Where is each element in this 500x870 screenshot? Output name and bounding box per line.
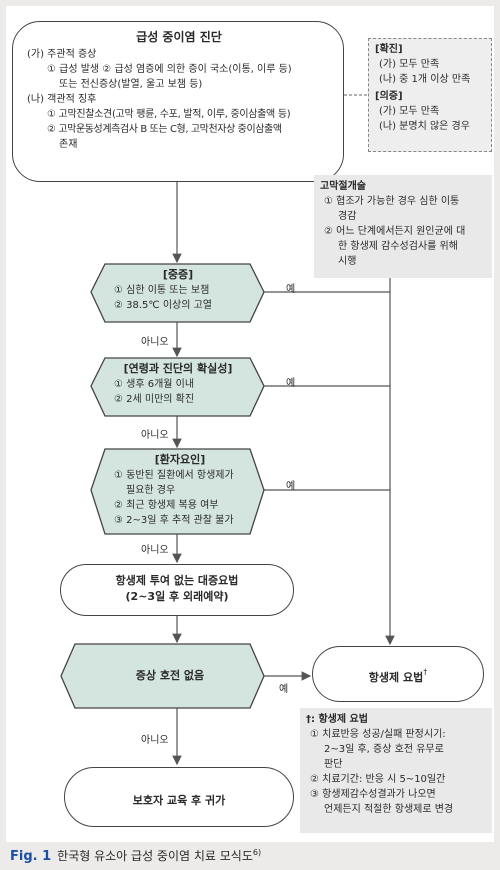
objective-item-1: ① 고막진찰소견(고막 팽륜, 수포, 발적, 이루, 중이삼출액 등) — [47, 109, 291, 120]
severity-decision: [중증] ① 심한 이통 또는 보챔 ② 38.5℃ 이상의 고열 — [100, 267, 256, 313]
subjective-heading: (가) 주관적 증상 — [27, 49, 97, 60]
note-item-2: ② 치료기간: 반응 시 5~10일간 — [310, 774, 446, 785]
no-label-severity: 아니오 — [141, 337, 169, 348]
myringotomy-item-2: ② 어느 단계에서든지 원인균에 대 — [324, 226, 466, 237]
subjective-item-1: ① 급성 발생 ② 급성 염증에 의한 증이 국소(이통, 이루 등) — [47, 64, 292, 75]
note-title: †: 항생제 요법 — [306, 714, 368, 725]
myringotomy-title: 고막절개술 — [320, 181, 366, 192]
subjective-item-1-cont: 또는 전신증상(발열, 울고 보챔 등) — [59, 79, 203, 90]
hex-age-shape — [90, 357, 265, 417]
no-label-noimprove: 아니오 — [141, 735, 169, 746]
antibiotic-note-box: †: 항생제 요법 ① 치료반응 성공/실패 판정시기: 2~3일 후, 증상 … — [300, 708, 492, 833]
note-item-1: ① 치료반응 성공/실패 판정시기: — [310, 729, 446, 740]
confirm-item-2: (나) 중 1개 이상 만족 — [379, 74, 471, 85]
return-home-label: 보호자 교육 후 귀가 — [132, 794, 226, 807]
suspect-title: [의증] — [375, 91, 403, 102]
diagnosis-criteria-box: [확진] (가) 모두 만족 (나) 중 1개 이상 만족 [의증] (가) 모… — [368, 38, 492, 152]
supportive-line-2: (2~3일 후 외래예약) — [125, 590, 229, 603]
suspect-item-1: (가) 모두 만족 — [379, 106, 440, 117]
no-improvement-label: 증상 호전 없음 — [135, 669, 205, 682]
objective-heading: (나) 객관적 징후 — [27, 94, 97, 105]
hex-noimprove-shape — [60, 643, 265, 709]
figure-number: Fig. 1 — [10, 849, 52, 864]
no-label-patient: 아니오 — [141, 545, 169, 556]
patient-factor-decision: [환자요인] ① 동반된 질환에서 항생제가 필요한 경우 ② 최근 항생제 복… — [100, 452, 260, 528]
patient-factor-title: [환자요인] — [154, 453, 206, 466]
figure-reference: 6) — [252, 848, 262, 857]
yes-label-patient: 예 — [286, 481, 296, 492]
confirm-item-1: (가) 모두 만족 — [379, 59, 440, 70]
figure-caption-text: 한국형 유소아 급성 중이염 치료 모식도 — [57, 849, 253, 863]
myringotomy-item-2-cont: 한 항생제 감수성검사를 위해 — [338, 241, 458, 252]
diagnosis-title: 급성 중이염 진단 — [136, 30, 222, 44]
return-home-box: 보호자 교육 후 귀가 — [64, 767, 294, 827]
note-item-3: ③ 항생제감수성결과가 나오면 — [310, 789, 436, 800]
myringotomy-item-1: ① 협조가 가능한 경우 심한 이통 — [324, 196, 460, 207]
severity-item-1: ① 심한 이통 또는 보챔 — [114, 285, 210, 296]
supportive-line-1: 항생제 투여 없는 대증요법 — [115, 574, 239, 587]
age-certainty-title: [연령과 진단의 확실성] — [123, 362, 233, 375]
severity-item-2: ② 38.5℃ 이상의 고열 — [114, 300, 212, 311]
hex-severity-shape — [90, 263, 265, 323]
supportive-care-box: 항생제 투여 없는 대증요법 (2~3일 후 외래예약) — [60, 564, 294, 616]
antibiotic-therapy-box: 항생제 요법† — [312, 646, 484, 702]
myringotomy-item-2-cont2: 시행 — [338, 256, 357, 267]
antibiotic-dagger: † — [423, 667, 428, 677]
patient-item-1-cont: 필요한 경우 — [126, 485, 176, 496]
yes-label-age: 예 — [286, 378, 296, 389]
antibiotic-label: 항생제 요법 — [368, 671, 424, 684]
age-item-2: ② 2세 미만의 확진 — [114, 394, 195, 405]
note-item-1-cont2: 판단 — [324, 759, 343, 770]
objective-item-2: ② 고막운동성계측검사 B 또는 C형, 고막천자상 중이삼출액 — [47, 124, 282, 135]
diagnosis-start-box: 급성 중이염 진단 (가) 주관적 증상 ① 급성 발생 ② 급성 염증에 의한… — [12, 21, 344, 182]
figure-caption: Fig. 1 한국형 유소아 급성 중이염 치료 모식도6) — [10, 847, 261, 864]
patient-item-2: ② 최근 항생제 복용 여부 — [114, 500, 219, 511]
age-item-1: ① 생후 6개월 이내 — [114, 379, 195, 390]
yes-label-noimprove: 예 — [279, 684, 289, 695]
objective-item-2-cont: 존재 — [59, 139, 78, 150]
patient-item-3: ③ 2~3일 후 추적 관찰 불가 — [114, 515, 234, 526]
no-label-age: 아니오 — [141, 430, 169, 441]
note-item-1-cont: 2~3일 후, 증상 호전 유무로 — [324, 744, 444, 755]
yes-label-severity: 예 — [286, 284, 296, 295]
hex-patient-shape — [90, 448, 265, 535]
confirm-title: [확진] — [375, 44, 403, 55]
age-certainty-decision: [연령과 진단의 확실성] ① 생후 6개월 이내 ② 2세 미만의 확진 — [100, 361, 256, 407]
suspect-item-2: (나) 분명치 않은 경우 — [379, 121, 470, 132]
severity-title: [중증] — [162, 268, 194, 281]
myringotomy-item-1-cont: 경감 — [338, 211, 357, 222]
patient-item-1: ① 동반된 질환에서 항생제가 — [114, 470, 234, 481]
note-item-3-cont: 언제든지 적절한 항생제로 변경 — [324, 804, 454, 815]
myringotomy-box: 고막절개술 ① 협조가 가능한 경우 심한 이통 경감 ② 어느 단계에서든지 … — [314, 175, 492, 278]
